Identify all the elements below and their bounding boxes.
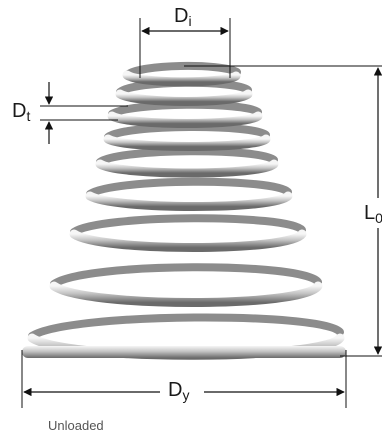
coil-front-6	[85, 191, 293, 211]
coil-front-4	[103, 134, 271, 151]
inner-diameter-dimension: Di	[139, 5, 231, 78]
coil-back-8	[50, 263, 322, 288]
outer-diameter-dimension: Dy	[21, 350, 347, 408]
coil-back-5	[96, 147, 278, 166]
coil-front-1	[122, 70, 241, 87]
state-caption: Unloaded	[48, 418, 104, 433]
dt-label: Dt	[12, 100, 30, 124]
coil-front-3	[107, 111, 263, 128]
coil-back-1	[123, 61, 241, 79]
wire-thickness-dimension: Dt	[12, 82, 128, 144]
base-coil	[22, 346, 346, 358]
l0-label: L0	[364, 202, 382, 226]
coil-front-5	[95, 159, 279, 178]
dy-label: Dy	[168, 379, 189, 403]
free-length-dimension: L0	[184, 65, 382, 357]
coil-front-8	[49, 281, 323, 307]
di-label: Di	[174, 5, 192, 29]
coil-back-9	[28, 313, 344, 340]
spring-coils	[22, 61, 346, 360]
coil-back-3	[108, 100, 262, 118]
coil-back-6	[86, 177, 292, 198]
coil-back-4	[104, 122, 270, 141]
coil-back-7	[70, 214, 306, 236]
coil-front-7	[69, 229, 307, 252]
coil-front-2	[115, 89, 253, 106]
l0-label-bg	[360, 198, 382, 228]
